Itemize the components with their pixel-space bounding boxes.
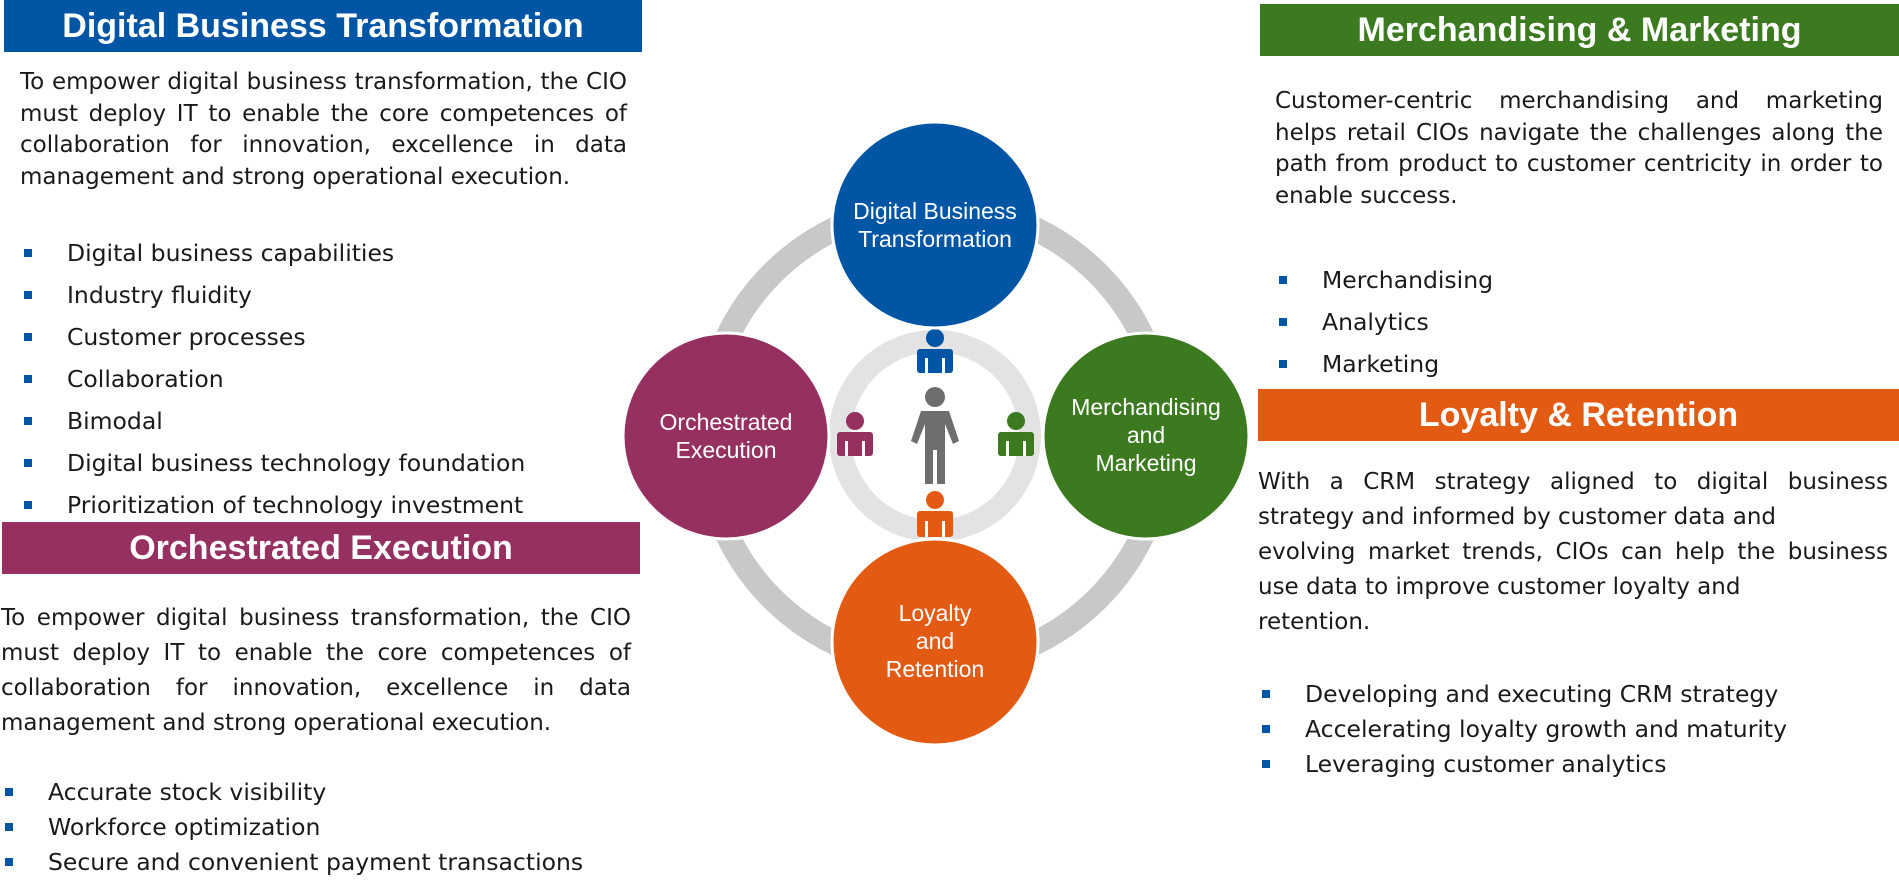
- bullet-square-icon: [24, 417, 32, 425]
- list-item: Customer processes: [20, 316, 525, 358]
- bullet-square-icon: [5, 823, 13, 831]
- node-lr-line: and: [916, 628, 954, 654]
- bullet-square-icon: [1279, 360, 1287, 368]
- bullet-square-icon: [1262, 760, 1270, 768]
- node-oe: Orchestrated Execution: [621, 331, 831, 541]
- node-dbt-line: Transformation: [858, 226, 1012, 252]
- lr-bullet-list: Developing and executing CRM strategy Ac…: [1258, 677, 1787, 782]
- node-lr: Loyalty and Retention: [830, 537, 1040, 747]
- bullet-square-icon: [5, 788, 13, 796]
- lr-paragraph-line: With a CRM strategy aligned to digital b…: [1258, 469, 1888, 495]
- bullet-square-icon: [24, 291, 32, 299]
- dbt-bullet-list: Digital business capabilities Industry f…: [20, 232, 525, 526]
- list-item: Developing and executing CRM strategy: [1258, 677, 1787, 712]
- bullet-square-icon: [5, 858, 13, 866]
- lr-paragraph-line: use data to improve customer loyalty and: [1258, 574, 1741, 600]
- center-person-icon: [911, 387, 959, 484]
- mm-title: Merchandising & Marketing: [1357, 11, 1802, 49]
- person-magenta-icon: [837, 412, 873, 456]
- node-lr-line: Retention: [886, 656, 984, 682]
- list-item: Workforce optimization: [1, 810, 583, 845]
- list-item: Marketing: [1275, 343, 1493, 385]
- bullet-square-icon: [1262, 725, 1270, 733]
- list-item: Industry fluidity: [20, 274, 525, 316]
- node-mm-line: and: [1127, 422, 1165, 448]
- node-oe-line: Execution: [675, 437, 776, 463]
- cycle-diagram: Digital Business Transformation Orchestr…: [621, 120, 1251, 747]
- bullet-square-icon: [1279, 318, 1287, 326]
- person-green-icon: [998, 412, 1034, 456]
- lr-paragraph-line: strategy and informed by customer data a…: [1258, 504, 1777, 530]
- list-item: Leveraging customer analytics: [1258, 747, 1787, 782]
- list-item: Digital business technology foundation: [20, 442, 525, 484]
- node-lr-line: Loyalty: [899, 600, 972, 626]
- person-orange-icon: [917, 491, 953, 537]
- dbt-title-banner: Digital Business Transformation: [4, 0, 642, 52]
- node-dbt-line: Digital Business: [853, 198, 1017, 224]
- mm-paragraph: Customer-centric merchandising and marke…: [1275, 88, 1883, 209]
- oe-title-banner: Orchestrated Execution: [2, 522, 640, 574]
- bullet-square-icon: [24, 249, 32, 257]
- mm-bullet-list: Merchandising Analytics Marketing: [1275, 259, 1493, 385]
- lr-paragraph-line: evolving market trends, CIOs can help th…: [1258, 539, 1888, 565]
- list-item: Digital business capabilities: [20, 232, 525, 274]
- bullet-square-icon: [24, 459, 32, 467]
- node-mm-line: Marketing: [1096, 450, 1197, 476]
- node-mm-line: Merchandising: [1071, 394, 1221, 420]
- mm-title-banner: Merchandising & Marketing: [1260, 4, 1899, 56]
- bullet-square-icon: [24, 501, 32, 509]
- oe-title: Orchestrated Execution: [129, 529, 513, 567]
- dbt-title: Digital Business Transformation: [62, 7, 584, 45]
- list-item: Analytics: [1275, 301, 1493, 343]
- bullet-square-icon: [24, 333, 32, 341]
- bullet-square-icon: [1279, 276, 1287, 284]
- lr-title-banner: Loyalty & Retention: [1258, 389, 1899, 441]
- node-mm: Merchandising and Marketing: [1041, 331, 1251, 541]
- bullet-square-icon: [24, 375, 32, 383]
- list-item: Accelerating loyalty growth and maturity: [1258, 712, 1787, 747]
- list-item: Secure and convenient payment transactio…: [1, 845, 583, 880]
- lr-title: Loyalty & Retention: [1418, 396, 1739, 434]
- list-item: Collaboration: [20, 358, 525, 400]
- node-oe-line: Orchestrated: [660, 409, 793, 435]
- lr-paragraph-line: retention.: [1258, 609, 1371, 635]
- person-blue-icon: [917, 329, 953, 373]
- oe-bullet-list: Accurate stock visibility Workforce opti…: [0, 775, 583, 880]
- list-item: Prioritization of technology investment: [20, 484, 525, 526]
- list-item: Accurate stock visibility: [1, 775, 583, 810]
- list-item: Bimodal: [20, 400, 525, 442]
- oe-paragraph: To empower digital business transformati…: [1, 605, 631, 736]
- lr-paragraph: With a CRM strategy aligned to digital b…: [1258, 465, 1888, 640]
- node-dbt: Digital Business Transformation: [830, 120, 1040, 330]
- bullet-square-icon: [1262, 690, 1270, 698]
- dbt-paragraph: To empower digital business transformati…: [20, 69, 627, 190]
- list-item: Merchandising: [1275, 259, 1493, 301]
